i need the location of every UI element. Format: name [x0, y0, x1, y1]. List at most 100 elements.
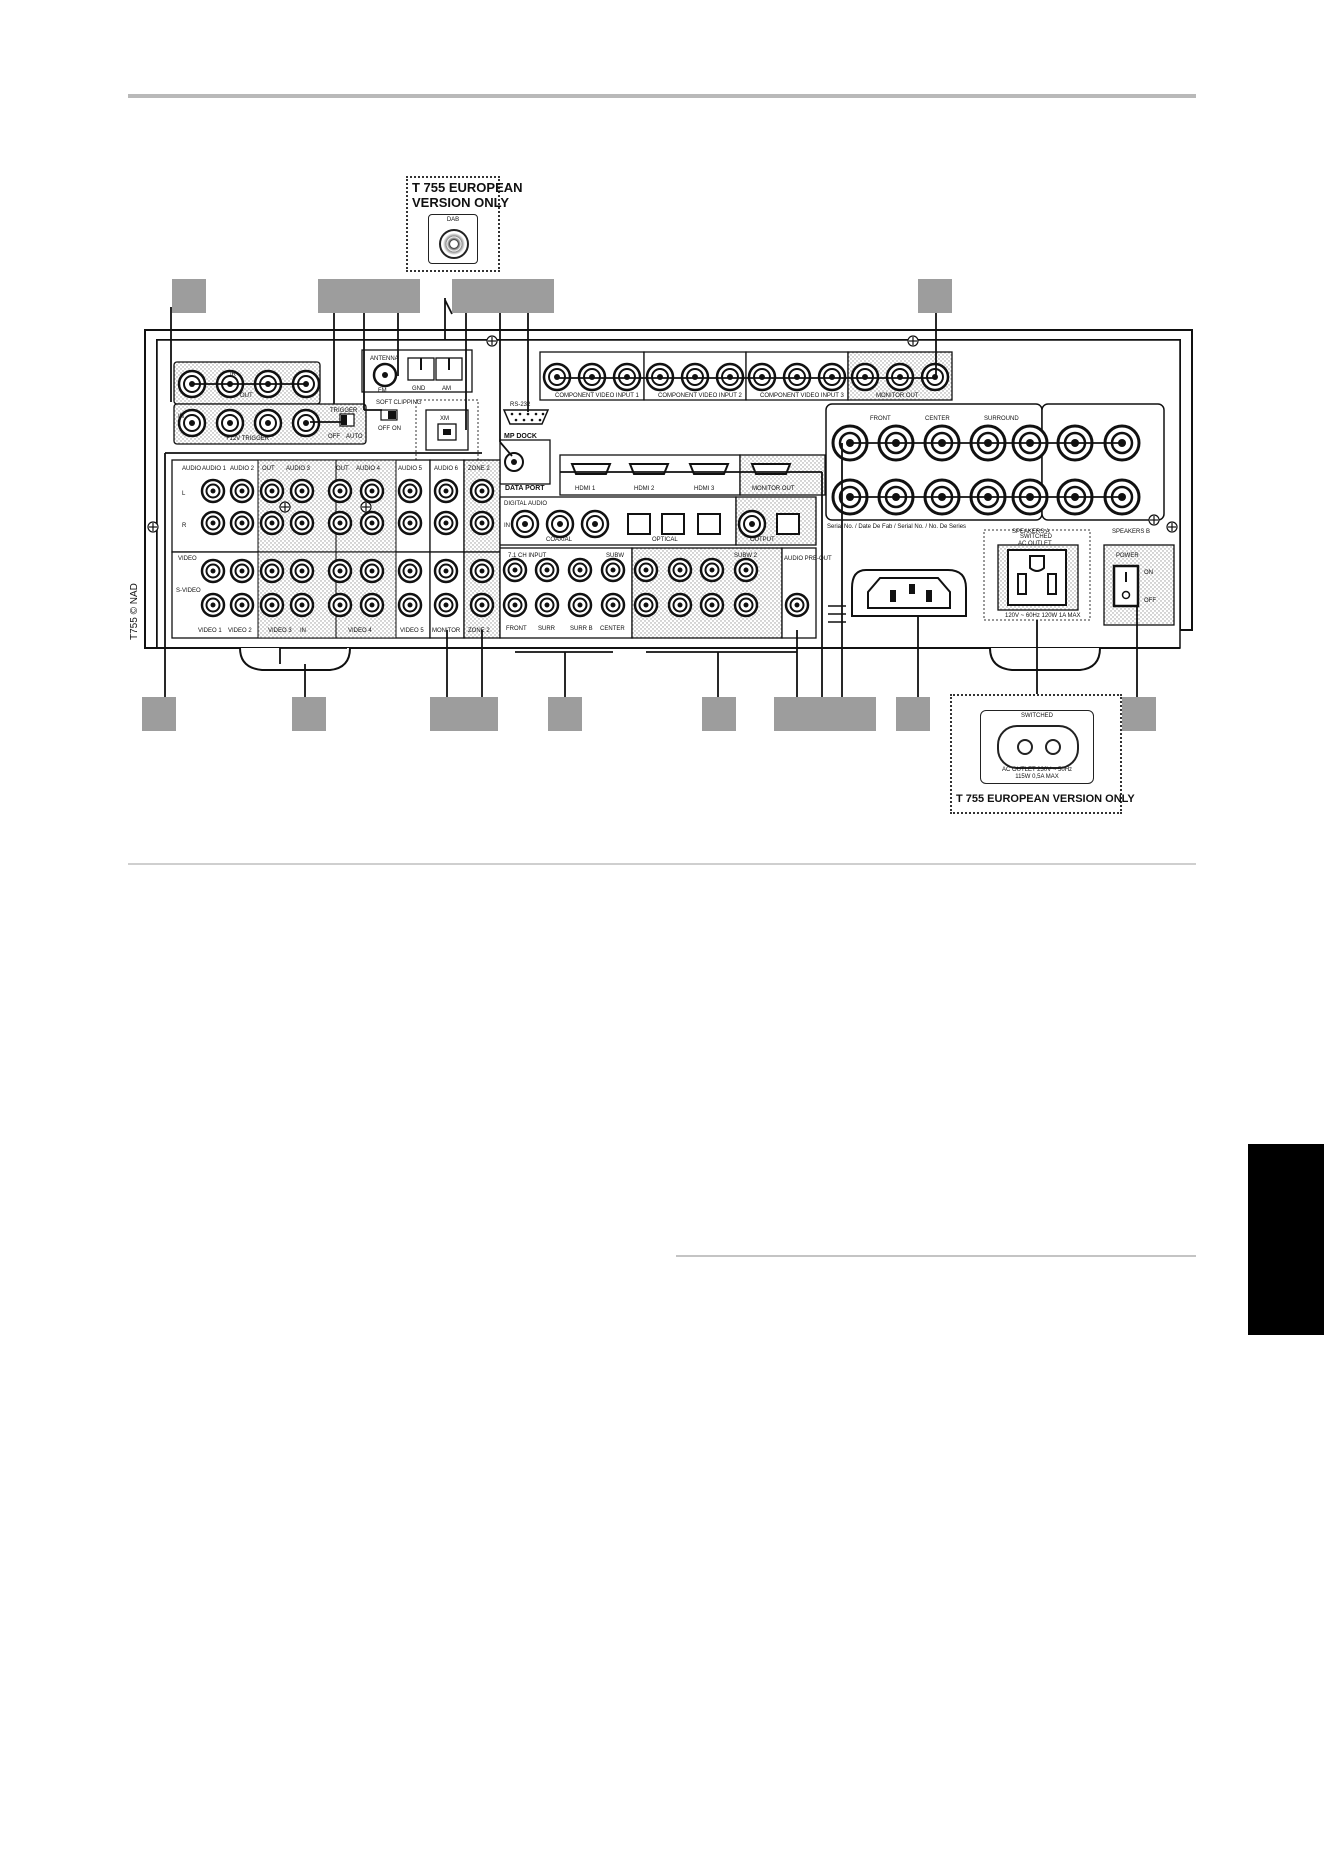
soft-on-label: ON: [392, 426, 401, 432]
outlet-ac-label: AC OUTLET: [1018, 541, 1052, 547]
component-3-label: COMPONENT VIDEO INPUT 3: [760, 393, 844, 399]
video-col-5: VIDEO 5: [400, 628, 424, 634]
callout-box: [896, 697, 930, 731]
callout-box: [430, 697, 464, 731]
ir-out-label: OUT: [240, 393, 253, 399]
callout-box: [452, 279, 486, 313]
component-monitor-label: MONITOR OUT: [876, 393, 919, 399]
multichannel-block: [499, 547, 817, 639]
euro-dab-box: T 755 EUROPEAN VERSION ONLY DAB: [406, 176, 523, 272]
audio-col-6: AUDIO 6: [434, 466, 459, 472]
component-video-block: [539, 351, 953, 401]
antenna-label: ANTENNA: [370, 356, 399, 362]
ch-surr-label: SURR: [538, 626, 556, 632]
subw-label: SUBW: [606, 553, 624, 559]
callout-box: [352, 279, 386, 313]
euro-outlet-max: 115W 0,5A MAX: [1015, 774, 1059, 780]
gnd-label: GND: [412, 386, 426, 392]
audio-col-4-out: OUT: [336, 466, 349, 472]
audio-label: AUDIO: [182, 466, 201, 472]
callout-box: [918, 279, 952, 313]
speakers-b-label: SPEAKERS B: [1112, 529, 1150, 535]
ir-trigger-block: [173, 361, 367, 445]
audio-col-zone2: ZONE 2: [468, 466, 490, 472]
audio-r-label: R: [182, 523, 187, 529]
ch-surrb-label: SURR B: [570, 626, 593, 632]
xm-label: XM: [440, 416, 449, 422]
euro-outlet-label: T 755 EUROPEAN VERSION ONLY: [956, 793, 1135, 805]
ir-label: IR: [230, 372, 237, 378]
ac-inlet: [828, 569, 967, 623]
column-divider: [676, 1255, 1196, 1257]
speakers-a-label: SPEAKERS A: [1012, 529, 1050, 535]
callout-box: [774, 697, 808, 731]
audio-col-3: AUDIO 3: [286, 466, 311, 472]
serial-label: Serial No. / Date De Fab / Serial No. / …: [827, 524, 966, 530]
component-1-label: COMPONENT VIDEO INPUT 1: [555, 393, 639, 399]
video-col-3-in: IN: [300, 628, 306, 634]
rs232-label: RS-232: [510, 402, 531, 408]
callout-box: [702, 697, 736, 731]
digital-audio-label: DIGITAL AUDIO: [504, 501, 547, 507]
video-col-3: VIDEO 3: [268, 628, 292, 634]
hdmi-monitor-label: MONITOR OUT: [752, 486, 795, 492]
power-label: POWER: [1116, 553, 1139, 559]
mp-dock-label: MP DOCK: [504, 433, 537, 440]
trigger-off-label: OFF: [328, 434, 340, 440]
outlet-rating-label: 120V ~ 60Hz 120W 1A MAX: [1005, 613, 1081, 619]
video-col-4: VIDEO 4: [348, 628, 372, 634]
antenna-block: [361, 349, 479, 463]
ch-center-label: CENTER: [600, 626, 625, 632]
outlet-switched-label: SWITCHED: [1020, 534, 1053, 540]
euro-outlet-rating: AC OUTLET 230V ~ 50Hz: [1001, 767, 1073, 773]
video-label: VIDEO: [178, 556, 197, 562]
trigger-label: TRIGGER: [330, 408, 358, 414]
digital-in-label: IN: [504, 523, 510, 529]
audio-col-3-out: OUT: [262, 466, 275, 472]
language-tab: [1248, 1144, 1324, 1335]
power-on-label: ON: [1144, 570, 1153, 576]
audio-preout-label: AUDIO PRE-OUT: [784, 556, 832, 562]
power-switch: [1103, 544, 1175, 626]
audio-l-label: L: [182, 491, 186, 497]
audio-col-4: AUDIO 4: [356, 466, 381, 472]
rs232-mpdock-block: [499, 409, 551, 485]
callout-box: [172, 279, 206, 313]
section-divider: [128, 863, 1196, 865]
fm-label: FM: [378, 388, 387, 394]
callout-box: [1122, 697, 1156, 731]
callout-box: [548, 697, 582, 731]
audio-col-5: AUDIO 5: [398, 466, 423, 472]
video-col-zone2: ZONE 2: [468, 628, 490, 634]
euro-dab-label-1: T 755 EUROPEAN: [412, 180, 523, 195]
video-col-1: VIDEO 1: [198, 628, 222, 634]
callout-box: [386, 279, 420, 313]
euro-outlet-box: SWITCHED AC OUTLET 230V ~ 50Hz 115W 0,5A…: [950, 694, 1135, 814]
spk-front-label: FRONT: [870, 416, 891, 422]
callout-box: [520, 279, 554, 313]
euro-dab-label-2: VERSION ONLY: [412, 195, 510, 210]
spk-surround-label: SURROUND: [984, 416, 1019, 422]
euro-socket-icon: [997, 725, 1079, 769]
svideo-label: S-VIDEO: [176, 588, 201, 594]
optical-label: OPTICAL: [652, 537, 678, 543]
top-rule: [128, 94, 1196, 98]
component-2-label: COMPONENT VIDEO INPUT 2: [658, 393, 742, 399]
video-col-monitor: MONITOR: [432, 628, 461, 634]
digital-audio-block: [499, 496, 817, 546]
audio-video-inputs: [171, 459, 501, 639]
trigger-auto-label: AUTO: [346, 434, 363, 440]
coaxial-label: COAXIAL: [546, 537, 573, 543]
am-label: AM: [442, 386, 451, 392]
output-label: OUTPUT: [750, 537, 775, 543]
audio-col-1: AUDIO 1: [202, 466, 227, 472]
callout-box: [486, 279, 520, 313]
euro-pin-left: [1017, 739, 1033, 755]
soft-off-label: OFF: [378, 426, 390, 432]
spk-center-label: CENTER: [925, 416, 950, 422]
video-col-2: VIDEO 2: [228, 628, 252, 634]
callout-box: [292, 697, 326, 731]
callout-box: [842, 697, 876, 731]
subw2-label: SUBW 2: [734, 553, 758, 559]
